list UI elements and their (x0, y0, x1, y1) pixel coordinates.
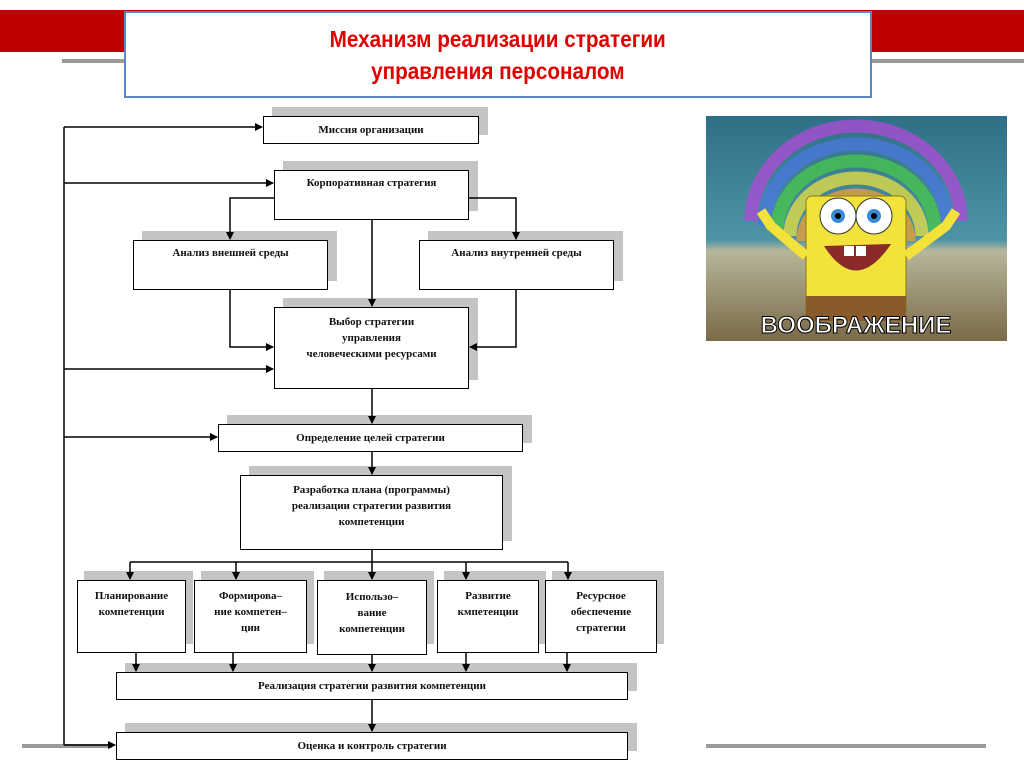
box-label: реализации стратегии развития (291, 500, 452, 512)
box-label: Разработка плана (программы) (293, 484, 450, 496)
box-label: стратегии (576, 622, 626, 634)
box-label: ние компетен– (214, 606, 287, 618)
footer-divider-left (22, 744, 112, 748)
box-label: Миссия организации (318, 124, 424, 136)
box-label: компетенции (339, 623, 405, 635)
box-label: компетенции (98, 606, 165, 618)
box-internal-analysis: Анализ внутренней среды (419, 240, 614, 290)
box-external-analysis: Анализ внешней среды (133, 240, 328, 290)
box-label: человеческими ресурсами (306, 348, 437, 360)
box-label: Анализ внутренней среды (451, 247, 582, 259)
box-mission: Миссия организации (263, 116, 479, 144)
arrow-corporate-external (226, 197, 274, 240)
box-label: Реализация стратегии развития компетенци… (258, 680, 486, 692)
plan-branch (130, 550, 568, 563)
box-label: Оценка и контроль стратегии (297, 740, 447, 752)
box-resource-provision: Ресурсное обеспечение стратегии (545, 580, 657, 653)
box-label: Развитие (465, 590, 511, 602)
title-line-2: управления персоналом (371, 57, 625, 84)
box-label: Планирование (94, 590, 169, 602)
box-competence-development: Развитие кмпетенции (437, 580, 539, 653)
box-label: обеспечение (570, 606, 632, 618)
arrow-external-choice (229, 290, 274, 351)
box-implementation: Реализация стратегии развития компетенци… (116, 672, 628, 700)
footer-divider-right (706, 744, 986, 748)
box-label: Использо– (345, 591, 399, 603)
box-label: Определение целей стратегии (296, 432, 445, 444)
box-evaluation: Оценка и контроль стратегии (116, 732, 628, 760)
box-label: компетенции (338, 516, 405, 528)
box-competence-usage: Использо– вание компетенции (317, 580, 427, 655)
box-goals: Определение целей стратегии (218, 424, 523, 452)
box-competence-planning: Планирование компетенции (77, 580, 186, 653)
box-label: управления (342, 332, 401, 344)
title-line-1: Механизм реализации стратегии (329, 25, 667, 52)
slide-title: Механизм реализации стратегии управления… (124, 11, 872, 98)
box-label: вание (357, 607, 387, 619)
box-plan: Разработка плана (программы) реализации … (240, 475, 503, 550)
box-corporate-strategy: Корпоративная стратегия (274, 170, 469, 220)
box-label: Выбор стратегии (328, 316, 415, 328)
box-strategy-choice: Выбор стратегии управления человеческими… (274, 307, 469, 389)
box-label: кмпетенции (457, 606, 519, 618)
box-label: Формирова– (218, 590, 282, 602)
box-label: Корпоративная стратегия (306, 177, 437, 189)
image-caption: ВООБРАЖЕНИЕ (761, 312, 952, 339)
spongebob-imagination-image: ВООБРАЖЕНИЕ (706, 116, 1007, 341)
box-label: ции (240, 622, 260, 634)
box-label: Ресурсное (576, 590, 626, 602)
box-label: Анализ внешней среды (172, 247, 289, 259)
box-competence-formation: Формирова– ние компетен– ции (194, 580, 307, 653)
arrow-internal-choice (469, 290, 517, 351)
arrow-corporate-internal (469, 197, 520, 240)
